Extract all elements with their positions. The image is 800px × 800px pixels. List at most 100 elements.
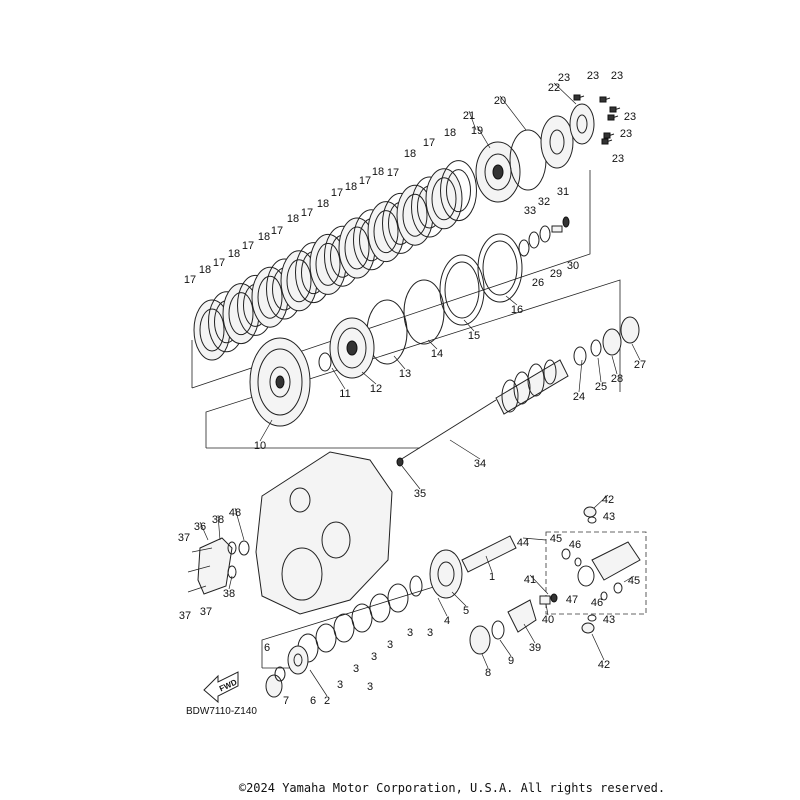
callout-16: 16 bbox=[511, 304, 523, 316]
joint-group-frame bbox=[545, 531, 647, 615]
leader-line bbox=[631, 343, 641, 361]
callout-31: 31 bbox=[557, 186, 569, 198]
callout-41: 41 bbox=[524, 574, 536, 586]
circlip-43-top bbox=[587, 516, 597, 524]
spring-seat-hole bbox=[549, 129, 565, 155]
callout-17: 17 bbox=[387, 167, 399, 179]
callout-3: 3 bbox=[387, 639, 393, 651]
callout-9: 9 bbox=[508, 655, 514, 667]
push-rod-34 bbox=[399, 399, 497, 461]
holder-plate-22 bbox=[569, 103, 595, 145]
leader-line bbox=[593, 494, 609, 509]
washers-3 bbox=[297, 583, 409, 663]
plate-15 bbox=[439, 254, 485, 326]
callout-37: 37 bbox=[179, 610, 191, 622]
leader-line bbox=[578, 359, 583, 393]
callout-24: 24 bbox=[573, 391, 585, 403]
callout-17: 17 bbox=[242, 240, 254, 252]
callout-18: 18 bbox=[199, 264, 211, 276]
callout-21: 21 bbox=[463, 110, 475, 122]
callout-19: 19 bbox=[471, 125, 483, 137]
callout-29: 29 bbox=[550, 268, 562, 280]
leader-line bbox=[199, 521, 209, 541]
leader-line bbox=[523, 623, 536, 644]
callout-38: 38 bbox=[212, 514, 224, 526]
callout-36: 36 bbox=[194, 521, 206, 533]
bearing-cap-42-top bbox=[583, 506, 597, 518]
callout-39: 39 bbox=[529, 642, 541, 654]
callout-18: 18 bbox=[372, 166, 384, 178]
leader-line bbox=[499, 639, 512, 657]
callout-23: 23 bbox=[611, 70, 623, 82]
bearing-cap-42-bottom bbox=[581, 622, 595, 634]
bearing-8 bbox=[469, 625, 491, 655]
leader-line bbox=[529, 574, 549, 595]
clutch-plate-inner bbox=[402, 193, 428, 237]
callout-33: 33 bbox=[524, 205, 536, 217]
leader-line bbox=[449, 439, 481, 460]
callout-7: 7 bbox=[283, 695, 289, 707]
callout-6: 6 bbox=[264, 642, 270, 654]
main-shaft bbox=[495, 316, 640, 415]
washer-9 bbox=[491, 620, 505, 640]
callout-10: 10 bbox=[254, 440, 266, 452]
callout-8: 8 bbox=[485, 667, 491, 679]
callout-46: 46 bbox=[569, 539, 581, 551]
clutch-plate-inner bbox=[257, 275, 283, 319]
universal-joint bbox=[561, 541, 641, 601]
callout-2: 2 bbox=[324, 695, 330, 707]
leader-line bbox=[427, 339, 438, 350]
plate-15-inner bbox=[444, 261, 480, 319]
callout-17: 17 bbox=[184, 274, 196, 286]
callout-25: 25 bbox=[595, 381, 607, 393]
callout-18: 18 bbox=[345, 181, 357, 193]
callout-15: 15 bbox=[468, 330, 480, 342]
callout-5: 5 bbox=[463, 605, 469, 617]
leader-line bbox=[463, 319, 475, 332]
callout-3: 3 bbox=[371, 651, 377, 663]
ball-35 bbox=[396, 457, 404, 467]
leader-line bbox=[545, 603, 549, 616]
callout-3: 3 bbox=[427, 627, 433, 639]
callout-48: 48 bbox=[229, 507, 241, 519]
gear-2 bbox=[287, 645, 309, 675]
bolt-40 bbox=[539, 595, 551, 605]
callout-45: 45 bbox=[550, 533, 562, 545]
callout-17: 17 bbox=[359, 175, 371, 187]
callout-37: 37 bbox=[200, 606, 212, 618]
leader-line bbox=[437, 597, 448, 617]
gear-5 bbox=[429, 549, 463, 599]
clutch-plate-inner bbox=[431, 177, 457, 221]
clutch-plate-inner bbox=[315, 242, 341, 286]
leader-line bbox=[217, 514, 221, 541]
clutch-plate-inner bbox=[373, 210, 399, 254]
callout-17: 17 bbox=[423, 137, 435, 149]
callout-23: 23 bbox=[612, 153, 624, 165]
callout-23: 23 bbox=[558, 72, 570, 84]
leader-line bbox=[259, 419, 273, 442]
callout-17: 17 bbox=[213, 257, 225, 269]
cover-36 bbox=[187, 537, 250, 595]
clutch-plate-inner bbox=[228, 292, 254, 336]
forward-arrow-icon: FWD bbox=[203, 671, 239, 704]
callout-32: 32 bbox=[538, 196, 550, 208]
holder-plate-hole bbox=[576, 114, 588, 134]
callout-37: 37 bbox=[178, 532, 190, 544]
washer-4 bbox=[409, 575, 423, 597]
callout-43: 43 bbox=[603, 614, 615, 626]
callout-23: 23 bbox=[624, 111, 636, 123]
cushion-plate-16-inner bbox=[482, 240, 518, 296]
leader-line bbox=[451, 591, 467, 607]
callout-17: 17 bbox=[301, 207, 313, 219]
callout-3: 3 bbox=[353, 663, 359, 675]
yoke-39 bbox=[507, 599, 537, 633]
callout-45: 45 bbox=[628, 575, 640, 587]
callout-26: 26 bbox=[532, 277, 544, 289]
callout-27: 27 bbox=[634, 359, 646, 371]
washers-29-33 bbox=[518, 216, 570, 257]
callout-18: 18 bbox=[287, 213, 299, 225]
callout-3: 3 bbox=[337, 679, 343, 691]
clutch-plate-inner bbox=[286, 259, 312, 303]
clutch-housing-10 bbox=[249, 337, 311, 427]
callout-18: 18 bbox=[404, 148, 416, 160]
